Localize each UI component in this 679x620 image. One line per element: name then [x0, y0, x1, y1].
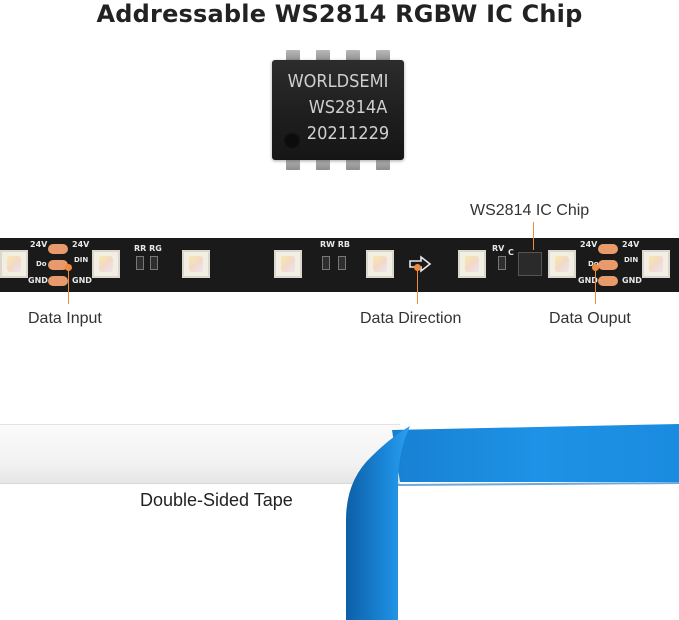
- chip-pin: [376, 158, 390, 170]
- chip-pin: [316, 50, 330, 62]
- chip-body: WORLDSEMI WS2814A 20211229: [272, 60, 404, 160]
- chip-pin: [376, 50, 390, 62]
- resistor: [150, 256, 158, 270]
- solder-pad: [598, 260, 618, 270]
- silk-c: C: [508, 248, 514, 257]
- data-direction-label: Data Direction: [360, 310, 462, 327]
- silk-gnd: GND: [578, 276, 598, 285]
- silk-24v: 24V: [622, 240, 640, 249]
- silk-rw-rb: RW RB: [320, 240, 351, 249]
- led-chip: [92, 250, 120, 278]
- solder-pad: [48, 260, 68, 270]
- silk-rv: RV: [492, 244, 505, 253]
- silk-24v: 24V: [72, 240, 90, 249]
- solder-pad: [48, 276, 68, 286]
- chip-pin: [346, 158, 360, 170]
- silk-24v: 24V: [30, 240, 48, 249]
- chip-pin: [286, 158, 300, 170]
- chip-pin: [286, 50, 300, 62]
- led-chip: [366, 250, 394, 278]
- solder-pad: [48, 244, 68, 254]
- chip-pin: [346, 50, 360, 62]
- led-chip: [548, 250, 576, 278]
- silk-din: DIN: [74, 256, 89, 264]
- led-chip: [274, 250, 302, 278]
- data-input-pointer-line: [68, 268, 69, 304]
- ws2814-ic: [518, 252, 542, 276]
- chip-text-model: WS2814A: [308, 97, 388, 118]
- data-output-label: Data Ouput: [549, 310, 631, 327]
- data-input-pointer-dot: [65, 264, 72, 271]
- silk-rr-rg: RR RG: [134, 244, 162, 253]
- solder-pad: [598, 276, 618, 286]
- chip-pin: [316, 158, 330, 170]
- data-direction-pointer-dot: [414, 264, 421, 271]
- ic-chip-label: WS2814 IC Chip: [470, 202, 590, 219]
- tape-backing: [0, 424, 400, 484]
- data-direction-pointer-line: [417, 268, 418, 304]
- resistor: [322, 256, 330, 270]
- chip-text-date: 20211229: [306, 123, 390, 144]
- led-chip: [182, 250, 210, 278]
- silk-gnd: GND: [28, 276, 48, 285]
- silk-24v: 24V: [580, 240, 598, 249]
- chip-text-brand: WORLDSEMI: [287, 71, 389, 92]
- led-strip: 24V 24V Do DIN GND GND RR RG RW RB RV C …: [0, 238, 679, 292]
- led-chip: [642, 250, 670, 278]
- data-output-pointer-dot: [592, 264, 599, 271]
- resistor: [498, 256, 506, 270]
- data-output-pointer-line: [595, 268, 596, 304]
- silk-do: Do: [36, 260, 47, 268]
- led-chip: [458, 250, 486, 278]
- silk-gnd: GND: [622, 276, 642, 285]
- tape-label: Double-Sided Tape: [140, 490, 293, 510]
- data-direction-arrow-icon: [409, 255, 432, 273]
- data-input-label: Data Input: [28, 310, 102, 327]
- silk-gnd: GND: [72, 276, 92, 285]
- chip-orientation-dot: [284, 132, 300, 148]
- ic-chip-pointer-line: [533, 222, 534, 250]
- led-chip: [0, 250, 28, 278]
- page-title: Addressable WS2814 RGBW IC Chip: [96, 0, 583, 28]
- solder-pad: [598, 244, 618, 254]
- resistor: [136, 256, 144, 270]
- ic-chip-illustration: WORLDSEMI WS2814A 20211229: [264, 46, 412, 174]
- resistor: [338, 256, 346, 270]
- silk-din: DIN: [624, 256, 639, 264]
